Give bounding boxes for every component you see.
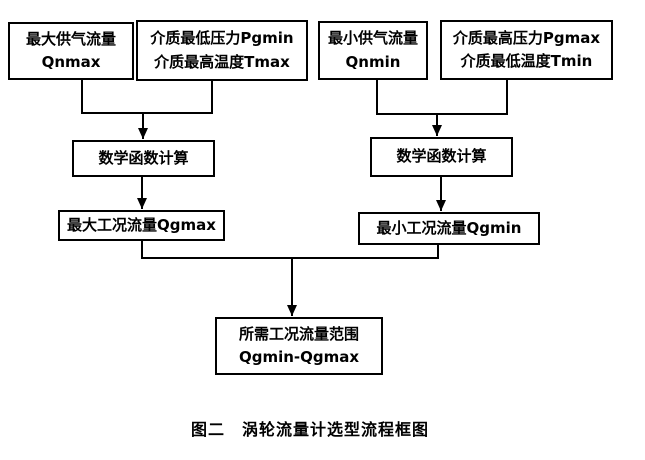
node-math-right-label: 数学函数计算 [396, 147, 487, 166]
node-qgmin-label: 最小工况流量Qgmin [376, 218, 522, 237]
node-qnmin-line1: 最小供气流量 [327, 29, 418, 48]
node-pgmax-tmin: 介质最高压力Pgmax 介质最低温度Tmin [440, 20, 613, 80]
node-qnmax: 最大供气流量 Qnmax [8, 22, 134, 80]
node-flow-range-line2: Qgmin-Qgmax [238, 348, 360, 366]
node-qnmax-line2: Qnmax [41, 53, 101, 71]
node-flow-range-line1: 所需工况流量范围 [238, 324, 359, 343]
node-qgmin: 最小工况流量Qgmin [358, 212, 540, 245]
node-qnmin-line2: Qnmin [345, 52, 401, 71]
node-qgmax-label: 最大工况流量Qgmax [67, 215, 216, 234]
node-math-left-label: 数学函数计算 [98, 148, 189, 167]
node-qnmin: 最小供气流量 Qnmin [318, 21, 428, 80]
node-math-right: 数学函数计算 [370, 137, 513, 177]
figure-caption: 图二 涡轮流量计选型流程框图 [190, 420, 429, 439]
node-qnmax-line1: 最大供气流量 [25, 29, 116, 48]
node-pgmin-tmax-line2: 介质最高温度Tmax [154, 52, 290, 71]
node-qgmax: 最大工况流量Qgmax [58, 210, 225, 241]
node-flow-range: 所需工况流量范围 Qgmin-Qgmax [215, 317, 383, 375]
node-pgmax-tmin-line2: 介质最低温度Tmin [460, 52, 593, 70]
node-math-left: 数学函数计算 [72, 140, 215, 177]
node-pgmax-tmin-line1: 介质最高压力Pgmax [452, 28, 601, 47]
node-pgmin-tmax: 介质最低压力Pgmin 介质最高温度Tmax [136, 20, 308, 81]
node-pgmin-tmax-line1: 介质最低压力Pgmin [150, 29, 294, 48]
